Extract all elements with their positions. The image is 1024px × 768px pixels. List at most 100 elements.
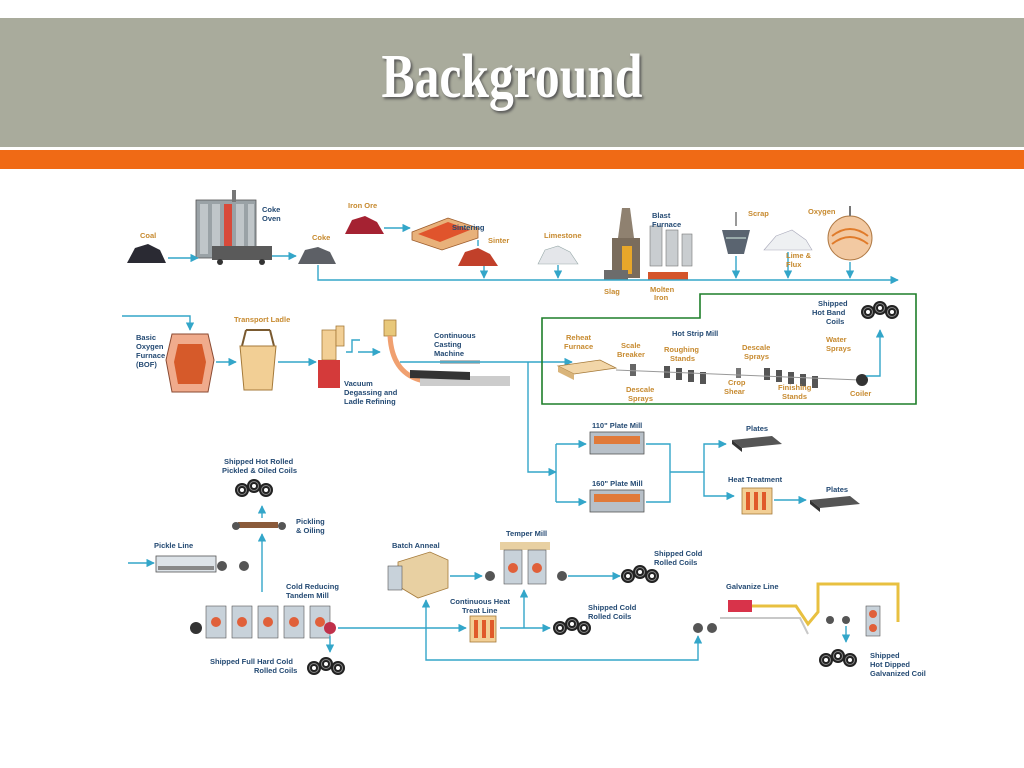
- finishing-label-2: Stands: [782, 392, 807, 401]
- pickling-oiling-unit: [232, 522, 286, 530]
- sintering-label: Sintering: [452, 223, 485, 232]
- roughing-label-2: Stands: [670, 354, 695, 363]
- blast-furnace-label-2: Furnace: [652, 220, 681, 229]
- descale-bot-label-2: Sprays: [628, 394, 653, 403]
- shipped-cold-b-label-1: Shipped Cold: [588, 603, 637, 612]
- crop-label-1: Crop: [728, 378, 746, 387]
- vacuum-label-1: Vacuum: [344, 379, 373, 388]
- shipped-galv-label-3: Galvanized Coil: [870, 669, 926, 678]
- roughing-label-1: Roughing: [664, 345, 699, 354]
- plate-mill-110-label: 110" Plate Mill: [592, 421, 642, 430]
- lime-flux-label-2: Flux: [786, 260, 802, 269]
- iron-ore-pile: [345, 216, 384, 234]
- plate-mill-160: [589, 489, 645, 513]
- heat-treatment-unit: [741, 487, 773, 515]
- tandem-mill: [190, 605, 336, 639]
- coiler-label: Coiler: [850, 389, 871, 398]
- caster-label-3: Machine: [434, 349, 464, 358]
- cold-reducing-label-2: Tandem Mill: [286, 591, 329, 600]
- bof-label-4: (BOF): [136, 360, 157, 369]
- coal-pile: [127, 244, 166, 263]
- plates-stack-1: [732, 436, 782, 452]
- scrap-label: Scrap: [748, 209, 769, 218]
- water-label-1: Water: [826, 335, 847, 344]
- coke-label: Coke: [312, 233, 330, 242]
- reheat-label-1: Reheat: [566, 333, 592, 342]
- crop-label-2: Shear: [724, 387, 745, 396]
- limestone-pile: [537, 245, 579, 265]
- caster-label-2: Casting: [434, 340, 462, 349]
- bof-label-3: Furnace: [136, 351, 165, 360]
- oxygen-tank: [827, 206, 873, 261]
- galvanized-coils-icon: [819, 649, 857, 667]
- molten-iron-label-2: Iron: [654, 293, 669, 302]
- plates-label-1: Plates: [746, 424, 768, 433]
- vacuum-label-2: Degassing and: [344, 388, 398, 397]
- title-banner: [0, 18, 1024, 147]
- galvanize-line: [693, 582, 900, 637]
- continuous-caster: [383, 319, 510, 386]
- transport-ladle: [239, 329, 277, 391]
- slag-label: Slag: [604, 287, 620, 296]
- vacuum-label-3: Ladle Refining: [344, 397, 396, 406]
- caster-label-1: Continuous: [434, 331, 476, 340]
- descale-top-label-2: Sprays: [744, 352, 769, 361]
- reheat-label-2: Furnace: [564, 342, 593, 351]
- pickled-coils-icon: [235, 479, 273, 497]
- shipped-hot-band-label-3: Coils: [826, 317, 844, 326]
- lime-flux-label-1: Lime &: [786, 251, 812, 260]
- water-label-2: Sprays: [826, 344, 851, 353]
- coal-label: Coal: [140, 231, 156, 240]
- reheat-furnace: [556, 359, 618, 380]
- coke-oven-label-1: Coke: [262, 205, 280, 214]
- scale-label-1: Scale: [621, 341, 641, 350]
- continuous-heat-treat-line: [469, 615, 497, 643]
- plate-mill-110: [589, 431, 645, 455]
- galvanize-line-label: Galvanize Line: [726, 582, 779, 591]
- shipped-full-hard-label-2: Rolled Coils: [254, 666, 297, 675]
- sinter-pile: [458, 248, 498, 266]
- shipped-cold-b-label-2: Rolled Coils: [588, 612, 631, 621]
- cont-heat-label-1: Continuous Heat: [450, 597, 510, 606]
- oxygen-label: Oxygen: [808, 207, 836, 216]
- shipped-cold-a-label-1: Shipped Cold: [654, 549, 703, 558]
- hot-strip-mill-box: [541, 293, 917, 405]
- iron-ore-label: Iron Ore: [348, 201, 377, 210]
- descale-top-label-1: Descale: [742, 343, 770, 352]
- plates-stack-2: [810, 496, 860, 512]
- shipped-hot-band-label-2: Hot Band: [812, 308, 846, 317]
- cold-coils-b-icon: [553, 617, 591, 635]
- transport-ladle-label: Transport Ladle: [234, 315, 290, 324]
- bof-vessel: [165, 333, 215, 393]
- slide-title: Background: [381, 43, 643, 111]
- finishing-label-1: Finishing: [778, 383, 812, 392]
- lime-flux-pile: [763, 229, 813, 251]
- plates-label-2: Plates: [826, 485, 848, 494]
- shipped-galv-label-1: Shipped: [870, 651, 900, 660]
- hot-band-coils-icon: [861, 301, 899, 319]
- hot-strip-mill-label: Hot Strip Mill: [672, 329, 718, 338]
- scale-label-2: Breaker: [617, 350, 645, 359]
- rolling-stands: [615, 364, 868, 388]
- bof-label-1: Basic: [136, 333, 156, 342]
- batch-anneal-label: Batch Anneal: [392, 541, 440, 550]
- temper-mill: [485, 542, 567, 585]
- shipped-pickled-label-1: Shipped Hot Rolled: [224, 457, 294, 466]
- vacuum-degasser: [318, 325, 345, 388]
- pickling-label-2: & Oiling: [296, 526, 325, 535]
- cold-reducing-label-1: Cold Reducing: [286, 582, 339, 591]
- limestone-label: Limestone: [544, 231, 582, 240]
- coke-pile: [298, 247, 336, 264]
- shipped-galv-label-2: Hot Dipped: [870, 660, 910, 669]
- shipped-pickled-label-2: Pickled & Oiled Coils: [222, 466, 297, 475]
- sintering-machine: [411, 217, 479, 251]
- scrap-bucket: [722, 212, 750, 254]
- heat-treatment-label: Heat Treatment: [728, 475, 783, 484]
- cold-coils-a-icon: [621, 565, 659, 583]
- shipped-hot-band-label-1: Shipped: [818, 299, 848, 308]
- bof-label-2: Oxygen: [136, 342, 164, 351]
- shipped-cold-a-label-2: Rolled Coils: [654, 558, 697, 567]
- sinter-label: Sinter: [488, 236, 509, 245]
- descale-bot-label-1: Descale: [626, 385, 654, 394]
